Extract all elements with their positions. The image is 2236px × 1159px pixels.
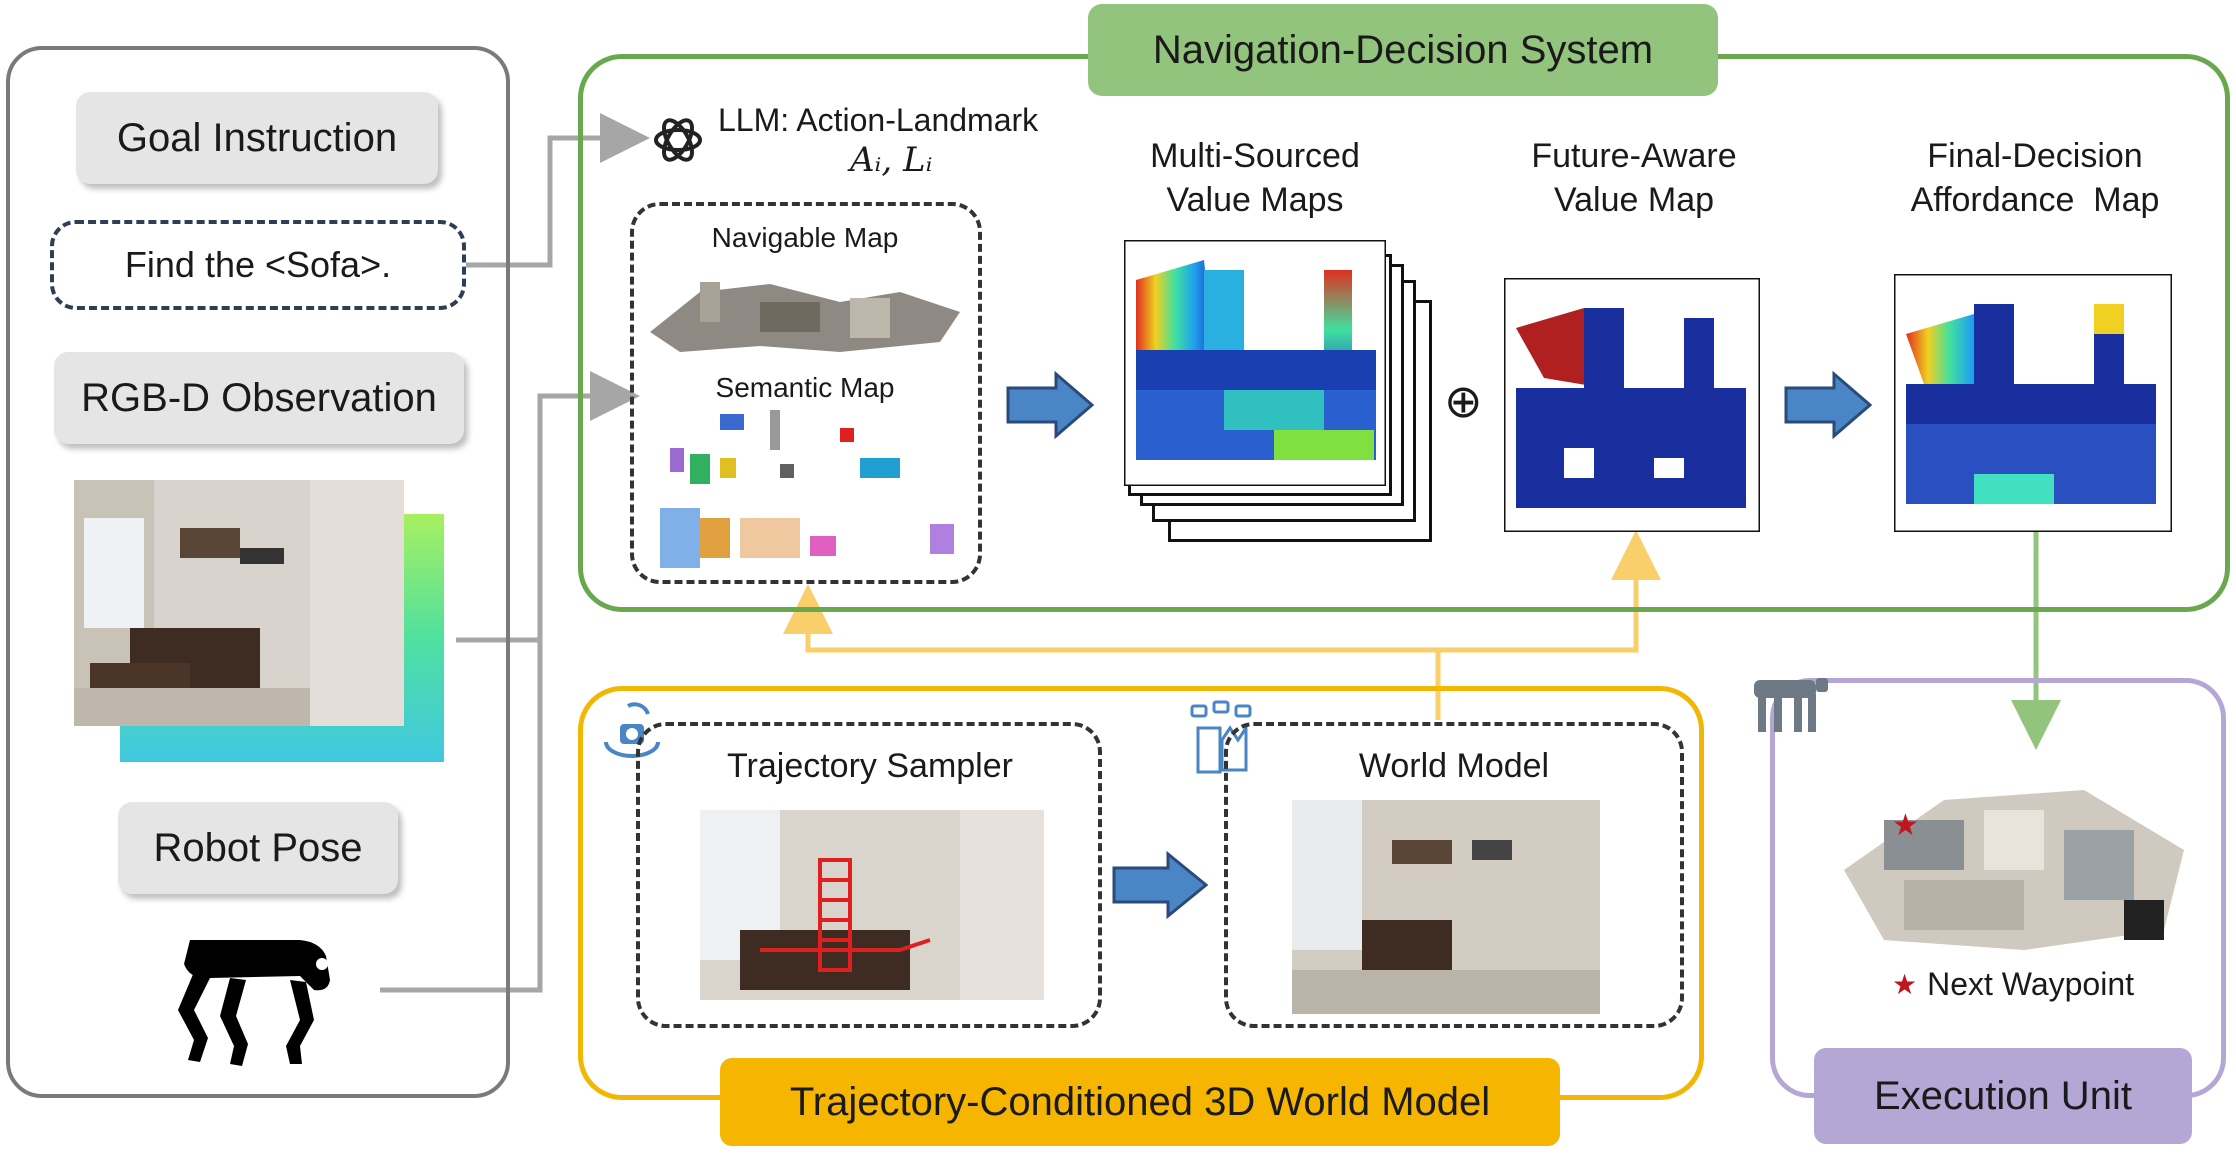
world-model-to-future-map-connector — [1438, 530, 1661, 653]
llm-formula: Aᵢ, Lᵢ — [850, 140, 933, 180]
observation-to-maps-connector — [456, 371, 640, 643]
trajectory-sampler-box — [636, 722, 1102, 1028]
input-panel — [6, 46, 510, 1098]
future-aware-value-map-image — [1504, 278, 1760, 532]
llm-logo-icon — [654, 118, 702, 162]
next-waypoint-legend: ★ Next Waypoint — [1892, 966, 2134, 1003]
world-model-title: Trajectory-Conditioned 3D World Model — [720, 1058, 1560, 1146]
rgbd-observation-image — [74, 480, 444, 762]
robot-dog-icon — [178, 940, 330, 1066]
legend-star-icon: ★ — [1892, 968, 1918, 1001]
final-decision-line2: Affordance Map — [1910, 181, 2160, 219]
llm-action-landmark-label: LLM: Action-Landmark — [718, 102, 1039, 138]
scene-3d-map-image — [1844, 790, 2184, 950]
goal-text-box: Find the <Sofa>. — [50, 220, 466, 310]
trajectory-sampler-image — [700, 810, 1044, 1000]
world-model-image — [1292, 800, 1600, 1014]
world-model-label: World Model — [1358, 747, 1550, 785]
semantic-map-image — [660, 410, 954, 568]
execution-unit-title: Execution Unit — [1814, 1048, 2192, 1144]
map-to-value-maps-arrow — [1006, 370, 1095, 440]
multi-sourced-value-maps-title: Multi-Sourced Value Maps — [1110, 134, 1400, 222]
future-aware-line2: Value Map — [1553, 181, 1715, 219]
semantic-map-label: Semantic Map — [715, 372, 895, 403]
next-waypoint-label: Next Waypoint — [1927, 966, 2134, 1002]
multi-sourced-line1: Multi-Sourced — [1150, 137, 1360, 175]
execution-robot-icon — [1754, 678, 1828, 732]
goal-instruction-label: Goal Instruction — [76, 92, 438, 184]
waypoint-marker-star: ★ — [1892, 808, 1919, 843]
trajectory-sampler-label: Trajectory Sampler — [727, 747, 1013, 785]
rgbd-observation-label: RGB-D Observation — [54, 352, 464, 444]
world-model-feedback-connector — [783, 584, 1441, 720]
multi-sourced-line2: Value Maps — [1166, 181, 1344, 219]
multi-sourced-value-map-image — [1124, 240, 1386, 486]
navigable-semantic-map-box — [630, 202, 982, 584]
navigable-map-label: Navigable Map — [711, 222, 899, 253]
world-model-box — [1224, 722, 1684, 1028]
trajectory-to-world-model-arrow — [1112, 850, 1209, 920]
future-map-to-affordance-arrow — [1784, 370, 1873, 440]
final-decision-affordance-map-image — [1894, 274, 2172, 532]
future-aware-value-map-title: Future-Aware Value Map — [1494, 134, 1774, 222]
pose-to-maps-connector — [380, 640, 543, 993]
future-aware-line1: Future-Aware — [1531, 137, 1737, 175]
final-decision-affordance-map-title: Final-Decision Affordance Map — [1880, 134, 2190, 222]
final-decision-line1: Final-Decision — [1927, 137, 2143, 175]
goal-text: Find the <Sofa>. — [124, 244, 392, 285]
navigable-map-image — [650, 282, 960, 352]
plus-symbol: ⊕ — [1444, 374, 1483, 428]
navigation-decision-title: Navigation-Decision System — [1088, 4, 1718, 96]
robot-pose-label: Robot Pose — [118, 802, 398, 894]
